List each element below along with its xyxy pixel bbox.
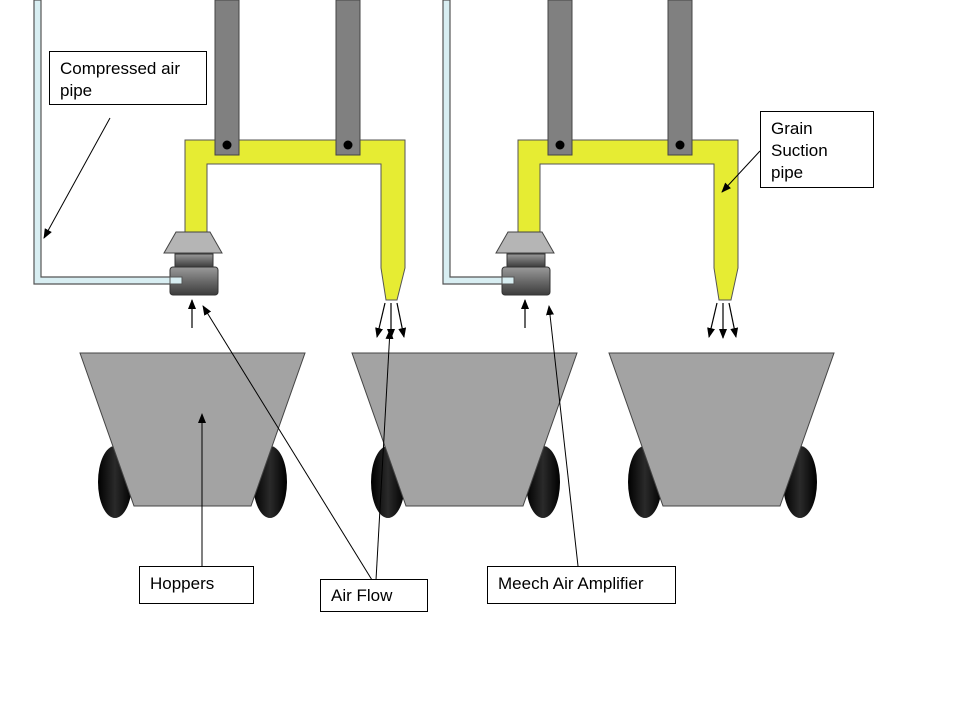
meech-air-amplifier-right [495,231,555,296]
callout-line-meech [546,305,579,567]
system-left [33,0,407,339]
pipe-joint [343,140,353,150]
callout-line-grain-suction [721,150,761,193]
hopper-1 [79,352,306,518]
vertical-pipe [667,0,693,156]
pipe-joint [222,140,232,150]
hopper-2 [351,352,578,518]
pipe-joint [555,140,565,150]
hopper-body [351,352,578,507]
pipe-joint [675,140,685,150]
vertical-pipe [547,0,573,156]
label-grain-suction-pipe: Grain Suction pipe [760,111,874,188]
air-flow-arrow [728,302,739,338]
callout-line-air-flow-2 [375,329,394,581]
hopper-body [79,352,306,507]
grain-suction-pipe-right [517,139,739,301]
air-flow-arrow [396,302,407,338]
vertical-pipe [335,0,361,156]
air-flow-arrow [707,302,718,338]
compressed-air-pipe-right [442,0,506,285]
meech-air-amplifier-left [163,231,223,296]
compressed-air-pipe-left [33,0,173,285]
label-air-flow: Air Flow [320,579,428,612]
label-compressed-air-pipe: Compressed air pipe [49,51,207,105]
hopper-3 [608,352,835,518]
callout-line-air-flow-1 [202,305,373,581]
air-flow-arrow [375,302,386,338]
system-right [442,0,739,339]
hopper-body [608,352,835,507]
vertical-pipe [214,0,240,156]
callout-line-compressed-air [43,117,111,239]
label-hoppers: Hoppers [139,566,254,604]
label-meech-air-amplifier: Meech Air Amplifier [487,566,676,604]
